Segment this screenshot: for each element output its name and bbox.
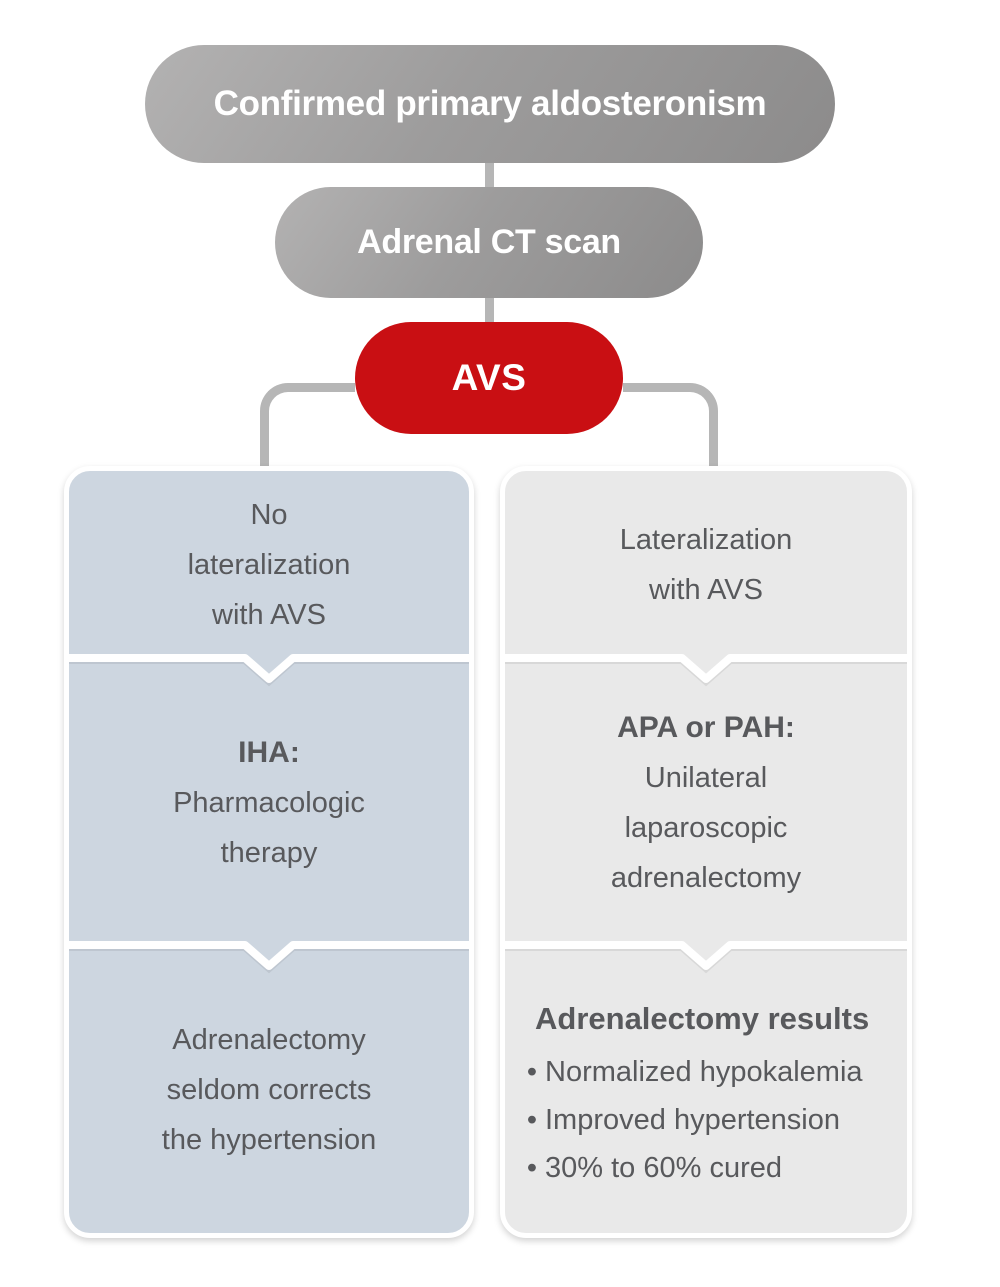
left-section-no-lateralization: No lateralization with AVS — [69, 471, 469, 659]
left-section-iha-therapy: IHA: Pharmacologic therapy — [69, 659, 469, 947]
left-branch-column: No lateralization with AVS IHA: Pharmaco… — [64, 466, 474, 1238]
section-heading: Adrenalectomy results — [535, 1001, 870, 1036]
bullet-item: • Normalized hypokalemia — [519, 1048, 897, 1096]
chevron-divider-icon — [505, 654, 907, 687]
text-line: Adrenalectomy — [172, 1024, 366, 1056]
node-label: AVS — [451, 357, 527, 398]
text-line: Pharmacologic — [173, 787, 365, 819]
text-line: with AVS — [212, 599, 326, 631]
node-confirmed-primary-aldosteronism: Confirmed primary aldosteronism — [145, 45, 835, 163]
text-line: with AVS — [649, 574, 763, 606]
text-line: No — [250, 499, 288, 531]
chevron-divider-icon — [69, 654, 469, 687]
right-section-lateralization: Lateralization with AVS — [505, 471, 907, 659]
bullet-text: 30% to 60% cured — [545, 1152, 782, 1184]
text-line: Unilateral — [644, 762, 768, 794]
right-section-apa-pah: APA or PAH: Unilateral laparoscopic adre… — [505, 659, 907, 947]
connector-avs-to-left-branch — [260, 383, 355, 468]
node-adrenal-ct-scan: Adrenal CT scan — [275, 187, 703, 298]
text-line: seldom corrects — [166, 1074, 372, 1106]
text-line: the hypertension — [161, 1124, 377, 1156]
bullet-item: • Improved hypertension — [519, 1096, 897, 1144]
bullet-item: • 30% to 60% cured — [519, 1144, 897, 1192]
text-line: laparoscopic — [624, 812, 788, 844]
bullet-icon: • — [526, 1152, 538, 1184]
text-line: therapy — [220, 837, 318, 869]
chevron-divider-icon — [69, 941, 469, 974]
bullet-text: Improved hypertension — [545, 1104, 840, 1136]
connector-confirmed-to-ct — [485, 160, 494, 192]
connector-avs-to-right-branch — [623, 383, 718, 468]
bullet-icon: • — [526, 1104, 538, 1136]
node-avs: AVS — [355, 322, 623, 434]
section-heading: IHA: — [238, 736, 300, 769]
section-heading: APA or PAH: — [617, 711, 795, 744]
text-line: Lateralization — [619, 524, 793, 556]
left-section-adrenalectomy-note: Adrenalectomy seldom corrects the hypert… — [69, 947, 469, 1233]
right-section-adrenalectomy-results: Adrenalectomy results • Normalized hypok… — [505, 947, 907, 1233]
node-label: Adrenal CT scan — [357, 223, 621, 261]
connector-ct-to-avs — [485, 295, 494, 327]
text-line: lateralization — [187, 549, 351, 581]
bullet-icon: • — [526, 1056, 538, 1088]
bullet-text: Normalized hypokalemia — [545, 1056, 863, 1088]
text-line: adrenalectomy — [610, 862, 802, 894]
chevron-divider-icon — [505, 941, 907, 974]
node-label: Confirmed primary aldosteronism — [213, 84, 767, 123]
right-branch-column: Lateralization with AVS APA or PAH: Unil… — [500, 466, 912, 1238]
